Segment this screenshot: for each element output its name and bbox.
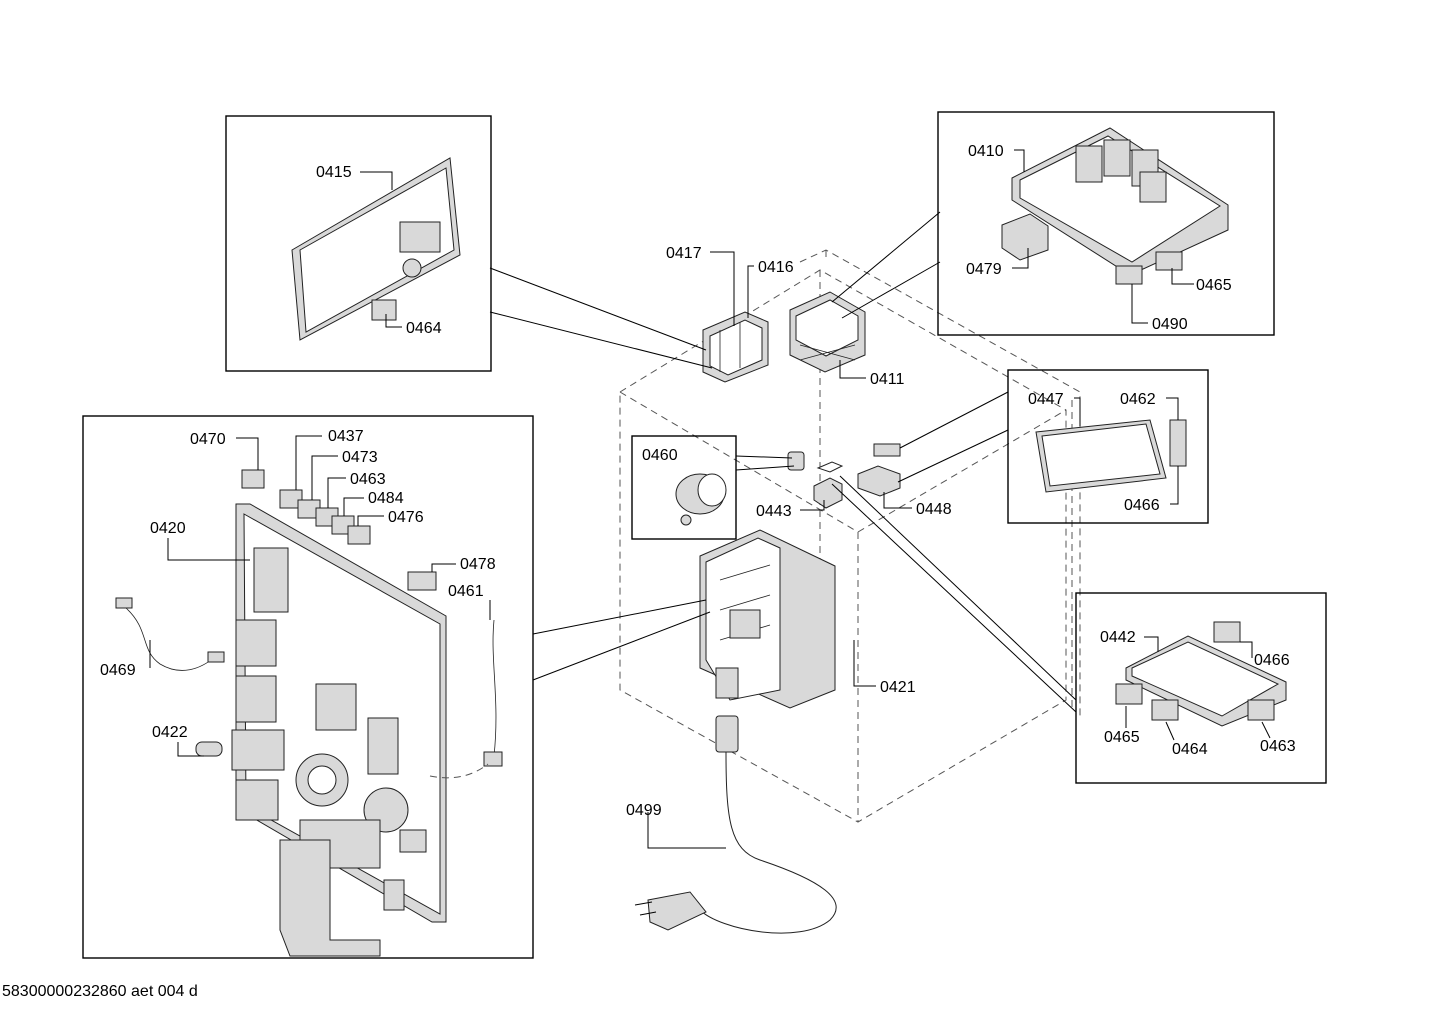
detail-box-0410 xyxy=(831,111,1275,336)
label-0484: 0484 xyxy=(368,490,404,507)
detail-box-0420 xyxy=(82,415,711,959)
label-0465-detail: 0465 xyxy=(1104,729,1140,746)
part-0421-main-board-assembly xyxy=(699,529,836,709)
label-0466: 0466 xyxy=(1124,497,1160,514)
part-0443-sensor xyxy=(813,461,844,509)
label-0420: 0420 xyxy=(150,520,186,537)
label-0437: 0437 xyxy=(328,428,364,445)
label-0422: 0422 xyxy=(152,724,188,741)
label-0421: 0421 xyxy=(880,679,916,696)
label-0479: 0479 xyxy=(966,261,1002,278)
label-0461: 0461 xyxy=(448,583,484,600)
label-0416: 0416 xyxy=(758,259,794,276)
detail-box-0442 xyxy=(831,475,1327,784)
detail-box-0415 xyxy=(225,115,713,372)
label-0442: 0442 xyxy=(1100,629,1136,646)
part-0411-board-holder xyxy=(789,291,866,373)
label-0448: 0448 xyxy=(916,501,952,518)
label-0462: 0462 xyxy=(1120,391,1156,408)
label-0415: 0415 xyxy=(316,164,352,181)
label-0464: 0464 xyxy=(406,320,442,337)
part-0460-ferrite xyxy=(787,451,805,471)
label-0417: 0417 xyxy=(666,245,702,262)
label-0476: 0476 xyxy=(388,509,424,526)
label-leaders xyxy=(149,149,1271,849)
label-0463-detail: 0463 xyxy=(1260,738,1296,755)
label-0465: 0465 xyxy=(1196,277,1232,294)
label-0473: 0473 xyxy=(342,449,378,466)
label-0478: 0478 xyxy=(460,556,496,573)
part-labels: 0415 0464 0417 0416 0411 0410 0479 0465 … xyxy=(100,143,1296,819)
label-0470: 0470 xyxy=(190,431,226,448)
detail-box-0460 xyxy=(631,435,795,540)
part-0448-module xyxy=(857,443,901,497)
label-0411: 0411 xyxy=(870,371,905,388)
label-0466-detail: 0466 xyxy=(1254,652,1290,669)
label-0469: 0469 xyxy=(100,662,136,679)
label-0463: 0463 xyxy=(350,471,386,488)
label-0499: 0499 xyxy=(626,802,662,819)
detail-box-0447 xyxy=(897,369,1209,524)
label-0464-detail: 0464 xyxy=(1172,741,1208,758)
label-0460: 0460 xyxy=(642,447,678,464)
label-0447: 0447 xyxy=(1028,391,1064,408)
part-0499-power-cord xyxy=(634,715,837,934)
label-0410: 0410 xyxy=(968,143,1004,160)
label-0490: 0490 xyxy=(1152,316,1188,333)
document-code: 58300000232860 aet 004 d xyxy=(2,983,198,1000)
label-0443: 0443 xyxy=(756,503,792,520)
part-0417-0416-bracket xyxy=(702,311,769,383)
